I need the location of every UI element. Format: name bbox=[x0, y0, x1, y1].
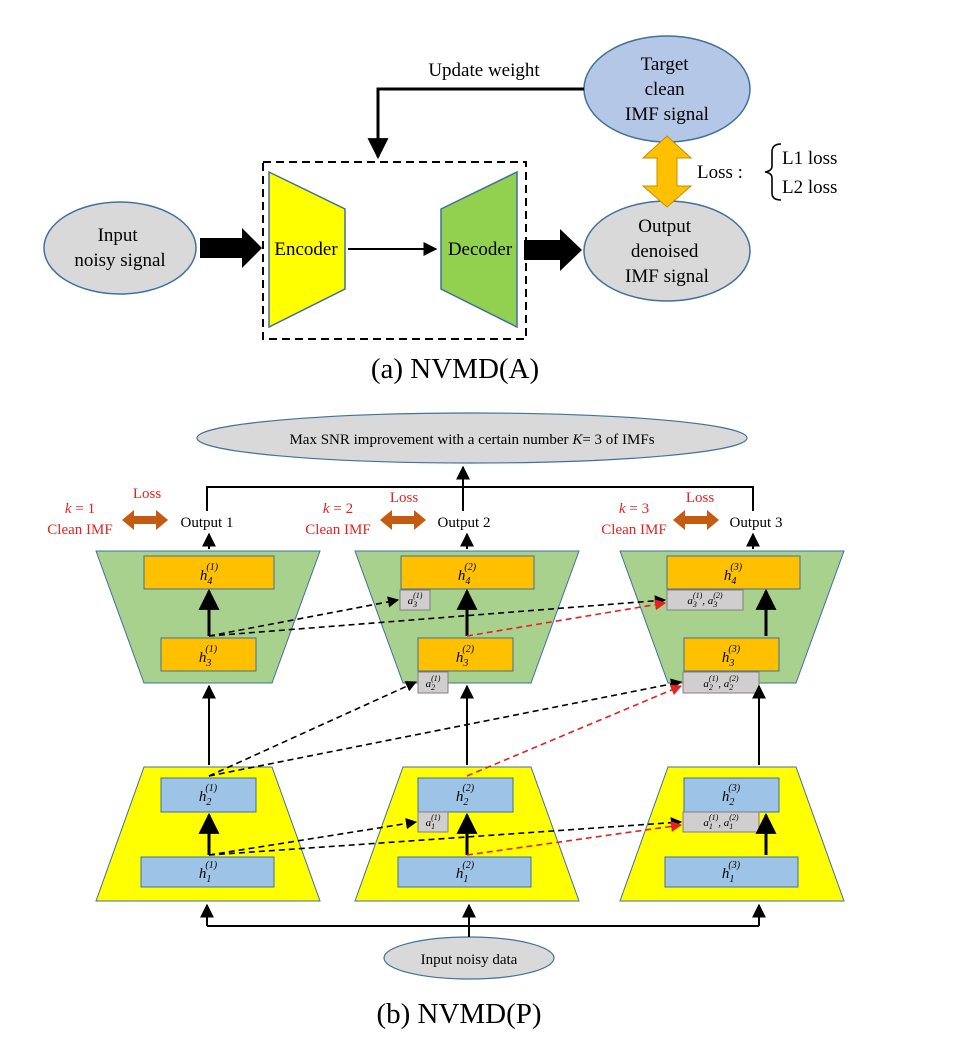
update-weight-path bbox=[367, 87, 584, 160]
loss-brace bbox=[764, 143, 782, 201]
panel-a: Input noisy signal Encoder Decoder Outpu… bbox=[43, 35, 837, 385]
clean-imf-label-2: Clean IMF bbox=[305, 522, 370, 538]
dash-h1c2-to-a1c3 bbox=[466, 820, 683, 856]
caption-a: (a) NVMD(A) bbox=[371, 353, 539, 385]
decoder-h4-box-3 bbox=[666, 555, 801, 590]
output-label-2: Output 2 bbox=[438, 515, 491, 531]
output-label-3: Output 3 bbox=[730, 515, 783, 531]
dash-h2c1-to-a2c3 bbox=[208, 678, 683, 777]
decoder-block bbox=[440, 170, 518, 329]
target-clean-imf-label: Target clean IMF signal bbox=[625, 54, 709, 125]
decoder-h3-box-2 bbox=[417, 637, 514, 672]
loss-arrow-3 bbox=[673, 510, 719, 530]
encoder-label: Encoder bbox=[274, 239, 338, 260]
output-denoised-imf-label: Output denoised IMF signal bbox=[625, 216, 709, 287]
decoder-h3-box-1 bbox=[160, 637, 257, 672]
dash-h1c1-to-a1c3 bbox=[208, 817, 683, 856]
encoder-block bbox=[268, 170, 346, 329]
k-label-2: k = 2 bbox=[323, 501, 353, 517]
encoder-h1-box-3 bbox=[664, 856, 799, 888]
loss-prefix-label: Loss : bbox=[697, 162, 743, 183]
clean-imf-label-3: Clean IMF bbox=[601, 522, 666, 538]
encoder-h2-box-1 bbox=[160, 777, 257, 813]
loss-arrow-2 bbox=[380, 510, 426, 530]
clean-imf-label-1: Clean IMF bbox=[47, 522, 112, 538]
loss-item-l1: L1 loss bbox=[782, 148, 837, 169]
k-label-1: k = 1 bbox=[65, 501, 95, 517]
max-snr-label: Max SNR improvement with a certain numbe… bbox=[289, 432, 654, 448]
decoder-h3-box-3 bbox=[683, 637, 780, 672]
panel-b: Max SNR improvement with a certain numbe… bbox=[47, 412, 845, 1030]
attn-a3-box-3 bbox=[666, 589, 744, 611]
loss-double-arrow bbox=[641, 135, 693, 208]
encoder-h2-box-2 bbox=[417, 777, 514, 813]
cross-column-connections bbox=[208, 595, 683, 856]
decoder-to-output-arrow bbox=[524, 229, 582, 271]
decoder-h4-box-1 bbox=[143, 555, 275, 590]
dash-h3c1-to-a3c3 bbox=[208, 595, 667, 637]
encoder-h1-box-1 bbox=[140, 856, 275, 888]
column-3: h4(3) a3(1), a3(2) h3(3) a2(1), a2(2) h2… bbox=[601, 490, 845, 902]
dash-h1c1-to-a1c2 bbox=[208, 818, 418, 856]
dash-h3c2-to-a3c3 bbox=[466, 599, 667, 637]
attn-a1-box-2 bbox=[417, 811, 449, 833]
max-snr-node bbox=[196, 412, 748, 464]
k-label-3: k = 3 bbox=[619, 501, 649, 517]
attn-a3-box-2 bbox=[399, 589, 431, 611]
attn-a1-label-3: a1(1), a1(2) bbox=[703, 813, 738, 831]
output-label-1: Output 1 bbox=[181, 515, 234, 531]
loss-arrow-1 bbox=[122, 510, 168, 530]
caption-b: (b) NVMD(P) bbox=[376, 998, 541, 1030]
dash-h2c1-to-a2c2 bbox=[208, 681, 418, 777]
decoder-label: Decoder bbox=[448, 239, 513, 260]
attn-a2-box-3 bbox=[682, 671, 760, 694]
input-noisy-signal-node bbox=[43, 201, 197, 295]
attn-a3-label-3: a3(1), a3(2) bbox=[687, 591, 722, 609]
encoder-h1-box-2 bbox=[397, 856, 532, 888]
attn-a2-box-2 bbox=[417, 671, 449, 694]
attn-a2-label-3: a2(1), a2(2) bbox=[703, 674, 738, 692]
column-1: h4(1) h3(1) h2(1) h1(1) Output 1 k = 1 C… bbox=[47, 486, 321, 902]
input-noisy-data-label: Input noisy data bbox=[421, 952, 518, 968]
dash-h2c2-to-a2c3 bbox=[466, 684, 683, 777]
dash-h3c1-to-a3c2 bbox=[208, 596, 400, 637]
column-2: h4(2) a3(1) h3(2) a2(1) h2(2) a1(1) h1(2… bbox=[305, 490, 580, 902]
loss-label-3: Loss bbox=[686, 490, 715, 506]
input-to-encoder-arrow bbox=[200, 228, 262, 268]
loss-label-2: Loss bbox=[390, 490, 419, 506]
update-weight-label: Update weight bbox=[428, 60, 540, 81]
loss-label-1: Loss bbox=[133, 486, 162, 502]
decoder-h4-box-2 bbox=[400, 555, 535, 590]
outputs-to-top-bracket bbox=[206, 486, 754, 511]
loss-item-l2: L2 loss bbox=[782, 177, 837, 198]
input-noisy-signal-label: Input noisy signal bbox=[74, 225, 165, 271]
